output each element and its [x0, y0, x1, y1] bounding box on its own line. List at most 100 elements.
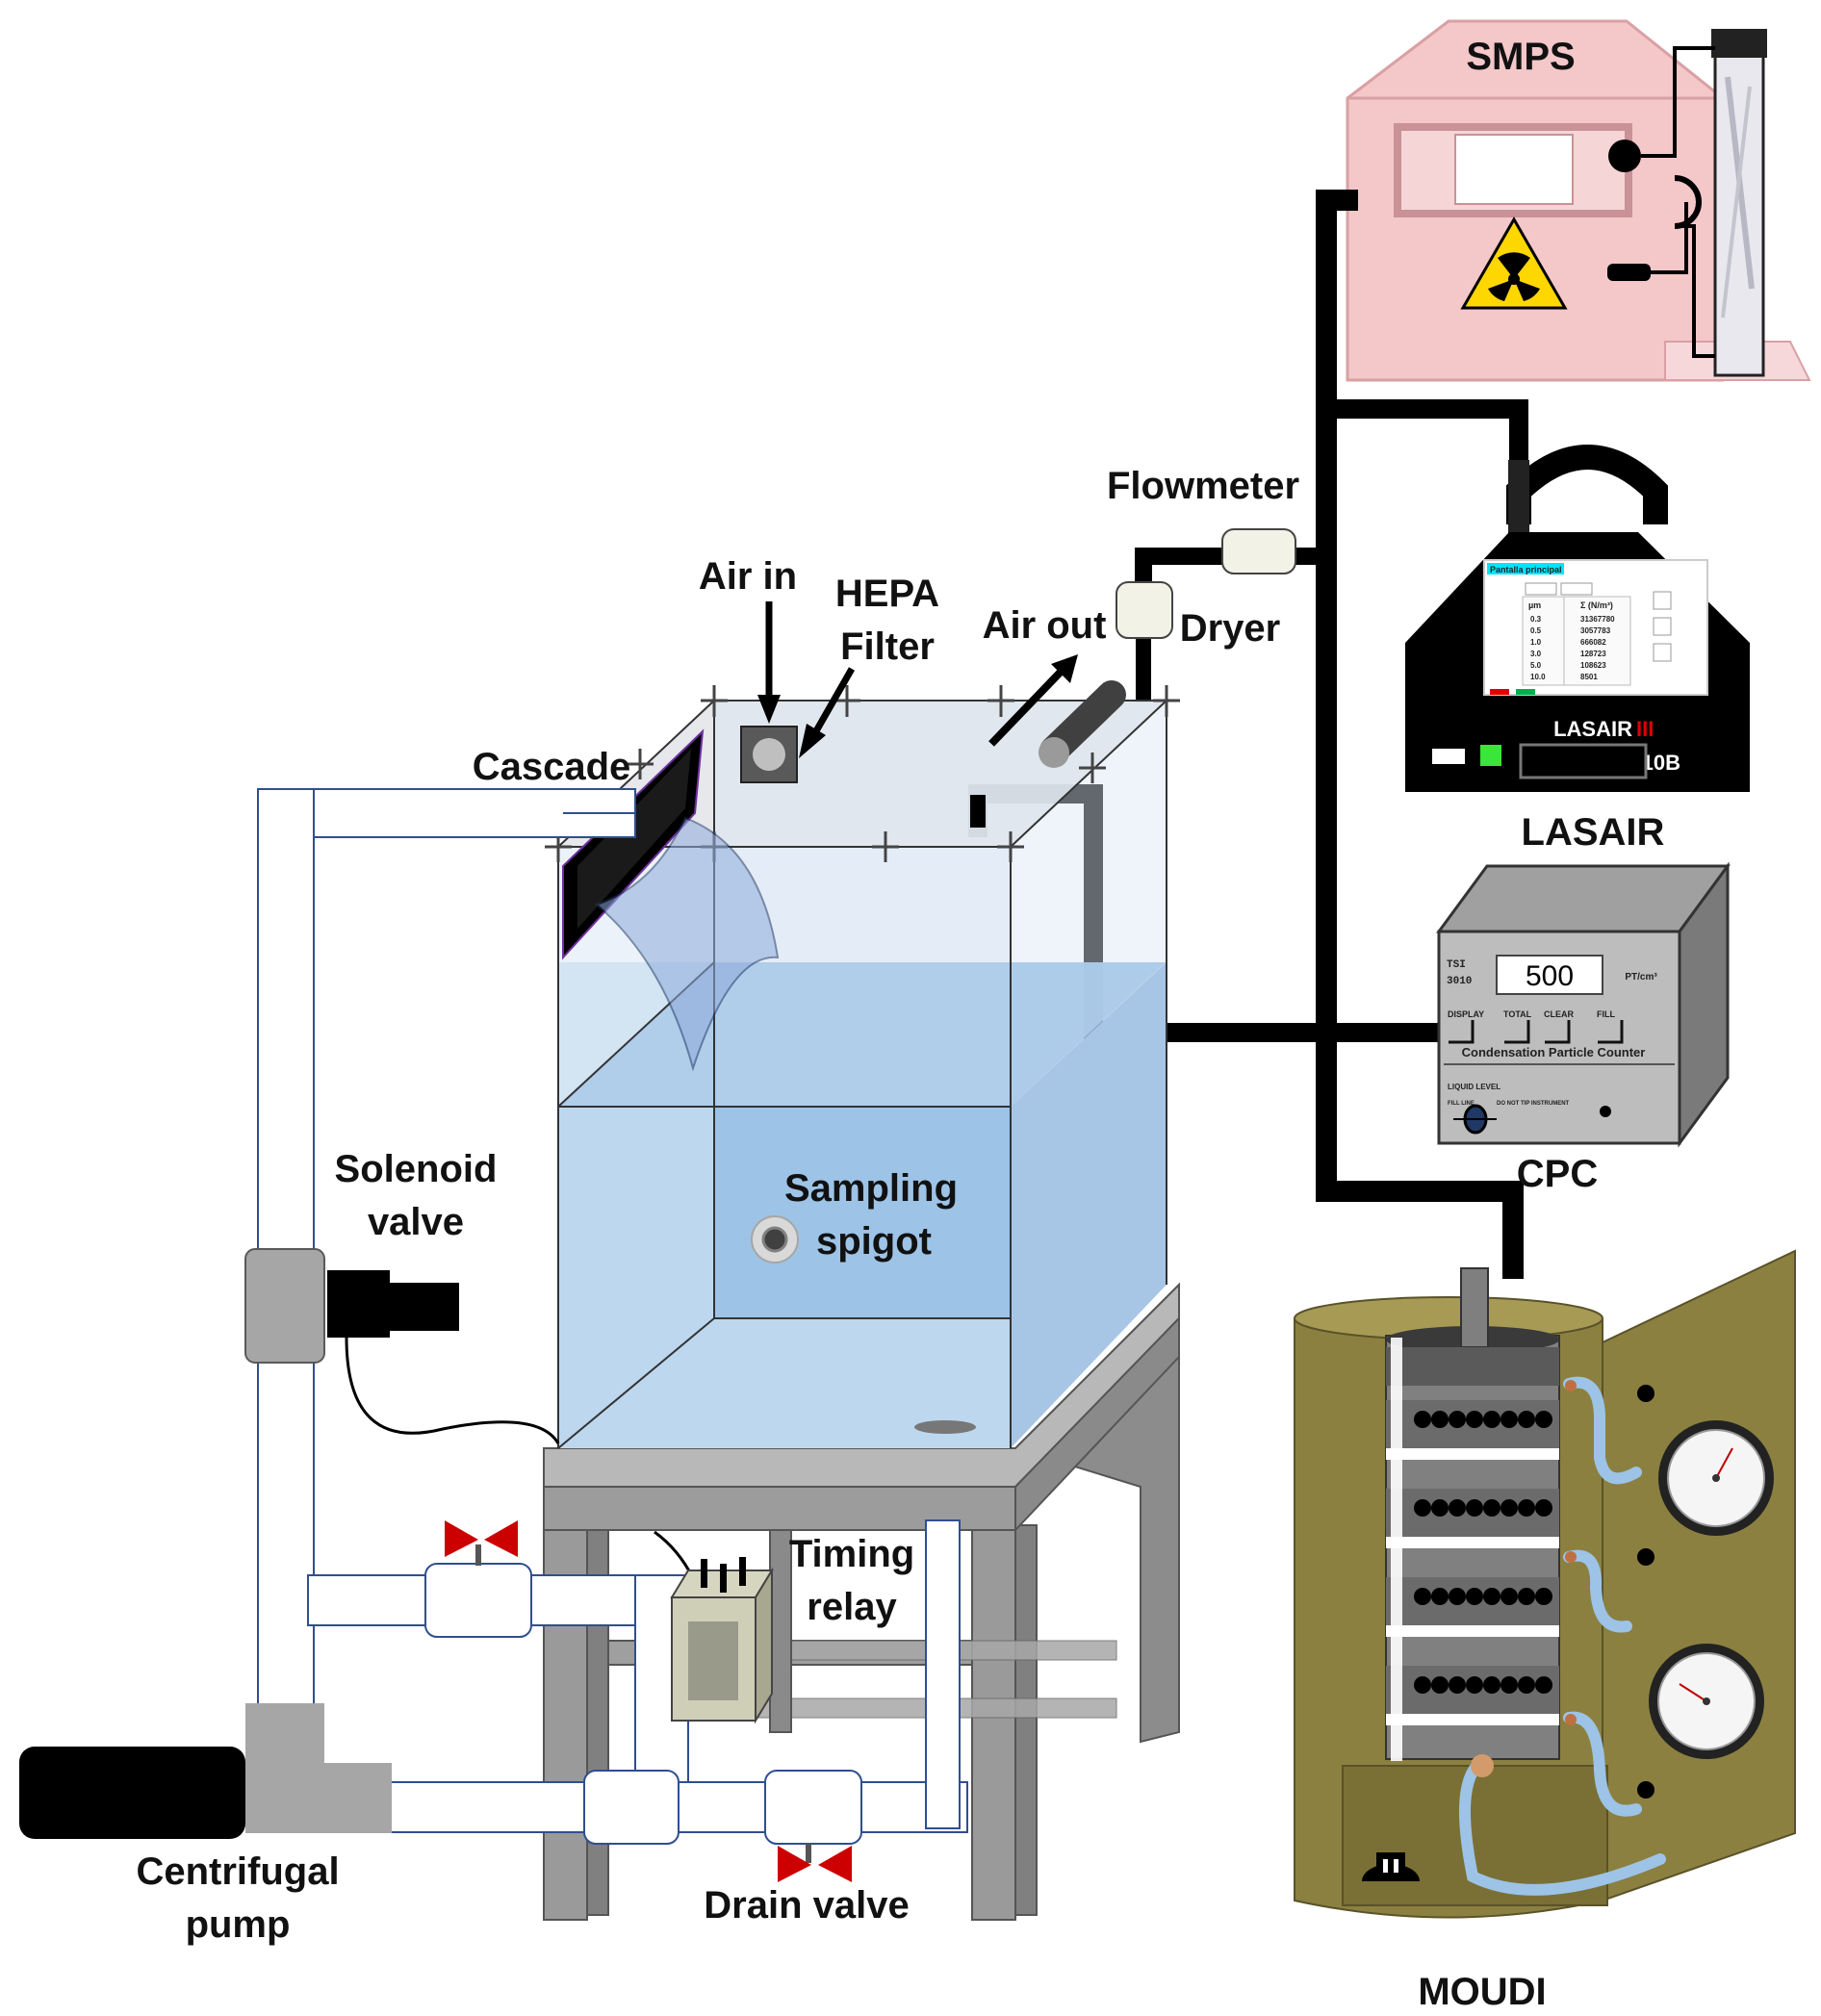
cpc-button[interactable]	[1545, 1020, 1571, 1044]
lasair-brand-numeral: III	[1636, 717, 1654, 741]
cpc-warning: DO NOT TIP INSTRUMENT	[1497, 1101, 1570, 1107]
moudi-impactor	[1294, 1249, 1796, 1919]
moudi-nozzle	[1483, 1588, 1500, 1605]
cpc-liquid-level: LIQUID LEVEL	[1448, 1083, 1500, 1091]
moudi-nozzle	[1535, 1588, 1552, 1605]
cpc-button-label: CLEAR	[1544, 1009, 1574, 1019]
label-cpc: CPC	[1517, 1153, 1598, 1195]
label-sampling-line2: spigot	[816, 1220, 932, 1263]
cpc-fill-line: FILL LINE	[1448, 1101, 1475, 1107]
centrifugal-pump	[19, 1703, 392, 1839]
label-pump-line2: pump	[186, 1903, 291, 1946]
moudi-nozzle	[1518, 1499, 1535, 1517]
lasair-row-um: 0.5	[1530, 626, 1542, 635]
moudi-nozzle	[1483, 1411, 1500, 1428]
arrows	[757, 601, 1078, 758]
lasair-brand: LASAIR	[1553, 717, 1632, 741]
moudi-stage-plate	[1386, 1537, 1559, 1548]
moudi-nozzle	[1414, 1499, 1431, 1517]
moudi-nozzle	[1500, 1499, 1518, 1517]
label-cascade: Cascade	[473, 746, 631, 788]
moudi-stage-plate	[1386, 1714, 1559, 1725]
lasair-col-sum: Σ (N/m³)	[1580, 600, 1613, 610]
label-drain-valve: Drain valve	[704, 1884, 909, 1927]
moudi-nozzle	[1414, 1676, 1431, 1694]
moudi-plug-icon	[1362, 1852, 1420, 1881]
flowmeter-device	[1221, 528, 1296, 574]
label-sampling-line1: Sampling	[784, 1167, 958, 1210]
moudi-nozzle	[1500, 1588, 1518, 1605]
moudi-nozzle	[1431, 1499, 1449, 1517]
moudi-nozzle	[1449, 1588, 1466, 1605]
lasair-row-value: 666082	[1580, 638, 1606, 647]
cpc-reading: 500	[1526, 960, 1574, 992]
label-timing-line2: relay	[807, 1586, 897, 1628]
moudi-nozzle	[1466, 1588, 1483, 1605]
cpc-button-label: TOTAL	[1503, 1009, 1532, 1019]
ball-valve	[424, 1520, 532, 1638]
label-smps: SMPS	[1466, 36, 1575, 78]
lasair-col-um: µm	[1528, 600, 1541, 610]
moudi-stage-plate	[1386, 1448, 1559, 1460]
cpc-condensation-particle-counter: TSI 3010 500 PT/cm³ DISPLAY TOTAL CLEAR FIL…	[1436, 861, 1731, 1148]
moudi-nozzle	[1535, 1411, 1552, 1428]
cpc-model: 3010	[1447, 976, 1472, 987]
moudi-stage-plate	[1386, 1625, 1559, 1637]
lasair-row-value: 128723	[1580, 650, 1606, 658]
lasair-row-um: 1.0	[1530, 638, 1542, 647]
moudi-nozzle	[1449, 1411, 1466, 1428]
label-hepa-line2: Filter	[840, 625, 935, 668]
cpc-unit: PT/cm³	[1625, 972, 1657, 982]
label-air-out: Air out	[983, 604, 1107, 647]
cpc-button[interactable]	[1449, 1020, 1475, 1044]
moudi-nozzle	[1483, 1676, 1500, 1694]
gauge-tubing	[1459, 1376, 1666, 1896]
moudi-nozzle	[1466, 1499, 1483, 1517]
moudi-nozzle	[1466, 1411, 1483, 1428]
cpc-button[interactable]	[1598, 1020, 1624, 1044]
label-hepa-line1: HEPA	[835, 573, 939, 615]
moudi-nozzle	[1518, 1411, 1535, 1428]
lasair-row-value: 31367780	[1580, 615, 1615, 624]
timing-relay	[654, 1530, 774, 1724]
solenoid-valve	[244, 1248, 560, 1444]
lasair-row-value: 8501	[1580, 673, 1598, 681]
moudi-nozzle	[1483, 1499, 1500, 1517]
cpc-button[interactable]	[1504, 1020, 1530, 1044]
air-in-port	[740, 726, 798, 783]
label-air-in: Air in	[699, 555, 797, 598]
moudi-nozzle	[1431, 1676, 1449, 1694]
cpc-button-label: DISPLAY	[1448, 1009, 1484, 1019]
moudi-nozzle	[1431, 1411, 1449, 1428]
moudi-nozzle	[1535, 1676, 1552, 1694]
label-solenoid-line1: Solenoid	[335, 1148, 498, 1190]
moudi-nozzle	[1431, 1588, 1449, 1605]
moudi-nozzle	[1500, 1676, 1518, 1694]
lasair-row-um: 0.3	[1530, 615, 1542, 624]
moudi-nozzle	[1414, 1588, 1431, 1605]
lasair-row-um: 5.0	[1530, 661, 1542, 670]
water-tank	[545, 680, 1180, 1449]
moudi-nozzle	[1518, 1588, 1535, 1605]
pressure-gauge-top	[1658, 1420, 1774, 1536]
label-timing-line1: Timing	[789, 1533, 914, 1575]
labels: SMPS Flowmeter Air in HEPA Filter Air ou…	[136, 36, 1664, 2013]
cpc-button-label: FILL	[1597, 1009, 1615, 1019]
drain-valve	[764, 1770, 862, 1882]
pipe-tee-junction	[583, 1770, 680, 1845]
moudi-nozzle	[1500, 1411, 1518, 1428]
cpc-brand: TSI	[1447, 959, 1466, 971]
moudi-nozzle	[1414, 1411, 1431, 1428]
lasair-screen-header: Pantalla principal	[1490, 565, 1562, 574]
dryer-device	[1116, 581, 1173, 639]
cpc-name: Condensation Particle Counter	[1462, 1045, 1646, 1059]
smps-instrument	[1346, 19, 1811, 382]
moudi-nozzle	[1535, 1499, 1552, 1517]
lasair-row-um: 10.0	[1530, 673, 1546, 681]
label-pump-line1: Centrifugal	[136, 1850, 339, 1893]
moudi-nozzle	[1449, 1676, 1466, 1694]
moudi-nozzle	[1449, 1499, 1466, 1517]
label-solenoid-line2: valve	[368, 1201, 464, 1243]
